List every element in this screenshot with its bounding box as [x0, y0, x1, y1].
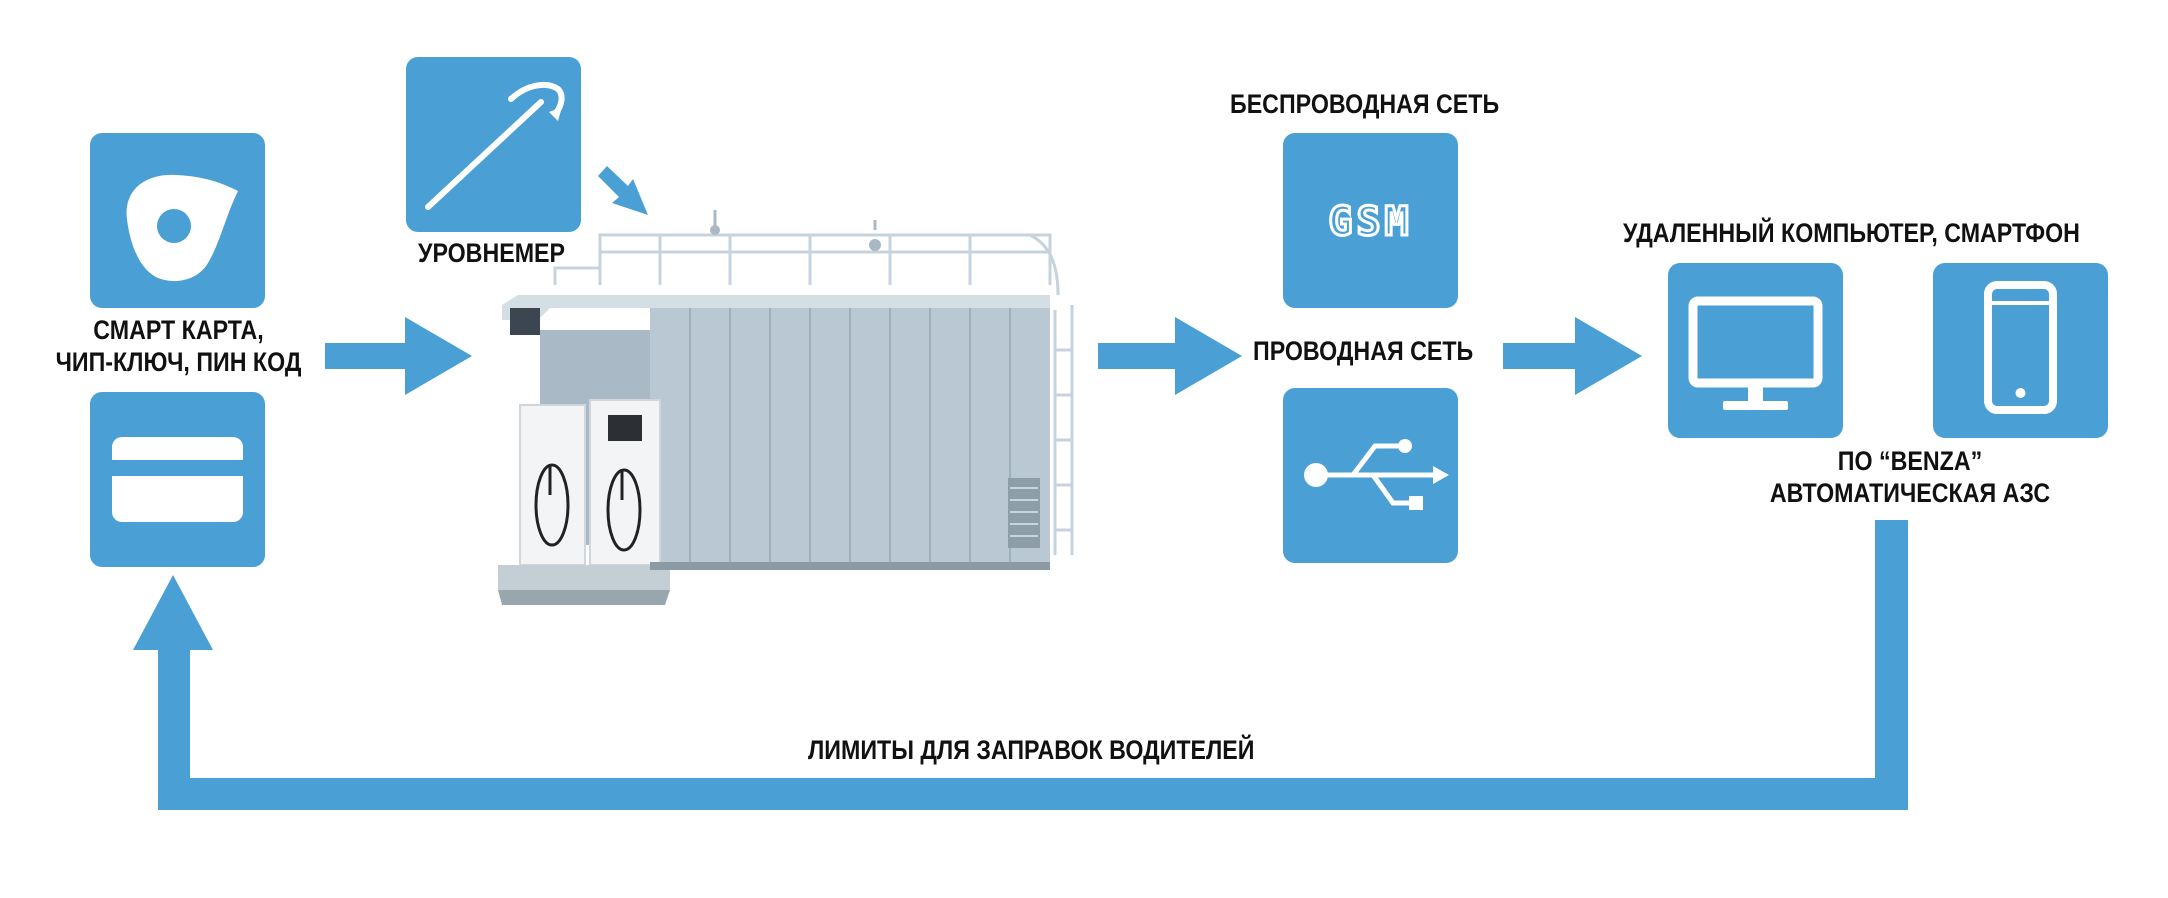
smartphone-icon: [1984, 281, 2057, 414]
level-gauge-label: УРОВНЕМЕР: [418, 238, 566, 268]
arrow-station-to-network: [1098, 317, 1242, 395]
usb-tile: [1283, 388, 1458, 563]
wired-network-label: ПРОВОДНАЯ СЕТЬ: [1253, 336, 1474, 366]
arrow-card-to-station: [325, 317, 472, 395]
smart-card-label-line2: ЧИП-КЛЮЧ, ПИН КОД: [55, 347, 302, 377]
chip-key-tile: [90, 133, 265, 308]
gsm-icon: GSM: [1327, 198, 1412, 247]
limits-label: ЛИМИТЫ ДЛЯ ЗАПРАВОК ВОДИТЕЛЕЙ: [808, 735, 1255, 765]
wireless-network-label: БЕСПРОВОДНАЯ СЕТЬ: [1230, 89, 1500, 119]
chip-key-icon: [126, 174, 238, 282]
monitor-icon: [1688, 296, 1823, 410]
gsm-tile: GSM: [1283, 133, 1458, 308]
card-tile: [90, 392, 265, 567]
fuel-station-image: [498, 210, 1074, 605]
gsm-text: GSM: [1328, 199, 1412, 245]
software-label-line1: ПО “BENZA”: [1837, 446, 1983, 476]
smartphone-tile: [1933, 263, 2108, 438]
software-label-line2: АВТОМАТИЧЕСКАЯ АЗС: [1769, 478, 2051, 508]
level-gauge-tile: [406, 57, 581, 232]
card-icon: [112, 437, 243, 522]
feedback-loop-arrow: [133, 520, 1908, 810]
smart-card-label-line1: СМАРТ КАРТА,: [93, 315, 264, 345]
arrow-gauge-to-station: [598, 166, 648, 215]
monitor-tile: [1668, 263, 1843, 438]
arrow-network-to-computer: [1503, 317, 1642, 395]
usb-icon: [1304, 439, 1449, 510]
remote-computer-label: УДАЛЕННЫЙ КОМПЬЮТЕР, СМАРТФОН: [1623, 218, 2080, 248]
level-gauge-icon: [425, 81, 565, 210]
